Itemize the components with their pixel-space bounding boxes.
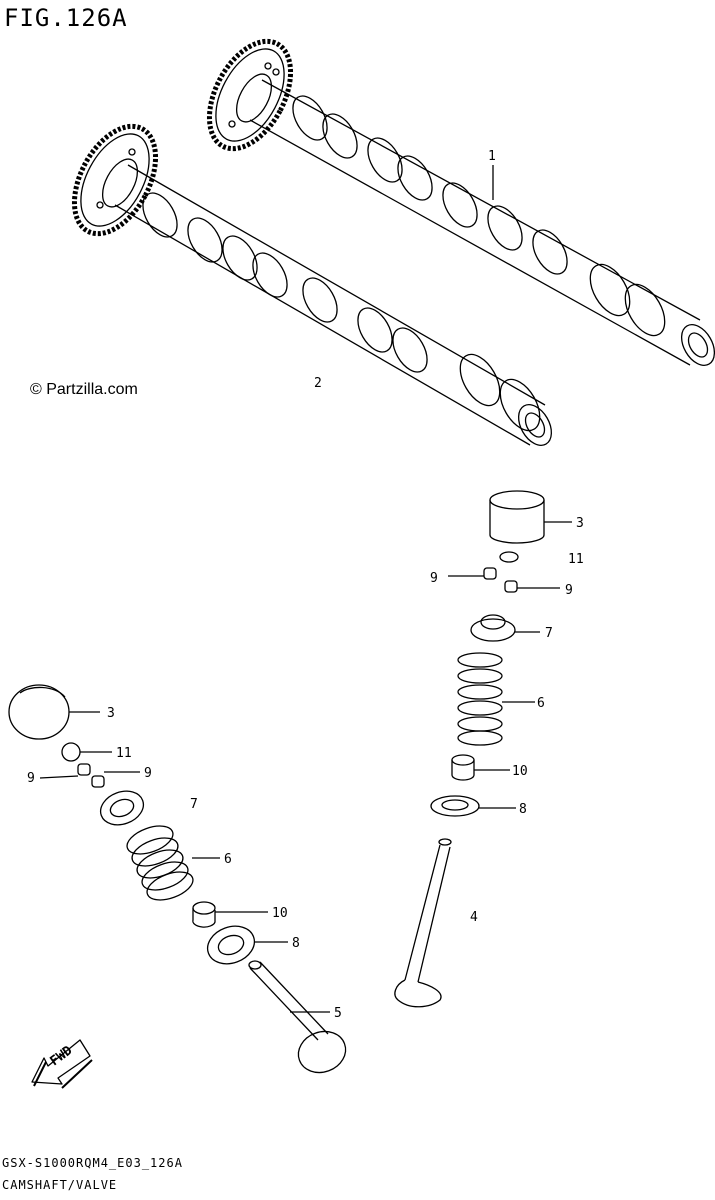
callout-3-left: 3 bbox=[107, 706, 115, 721]
camshaft-2[interactable] bbox=[58, 113, 558, 451]
footer-caption: CAMSHAFT/VALVE bbox=[2, 1178, 118, 1192]
callout-5: 5 bbox=[334, 1006, 342, 1021]
copyright-notice: © Partzilla.com bbox=[30, 381, 138, 398]
cotter-right-left[interactable] bbox=[448, 567, 497, 580]
callout-7-right: 7 bbox=[545, 626, 553, 641]
footer-code: GSX-S1000RQM4_E03_126A bbox=[2, 1156, 183, 1170]
callout-8-right: 8 bbox=[519, 802, 527, 817]
cotter-left-right[interactable] bbox=[91, 771, 140, 788]
tappet-left[interactable] bbox=[8, 684, 100, 740]
spring-seat-right[interactable] bbox=[430, 795, 516, 817]
cotter-right-right[interactable] bbox=[504, 580, 560, 593]
stem-seal-left[interactable] bbox=[192, 901, 268, 928]
camshaft-1-lobes bbox=[292, 95, 666, 337]
callout-4: 4 bbox=[470, 910, 478, 925]
cotter-left-left[interactable] bbox=[39, 763, 91, 779]
callout-10-right: 10 bbox=[512, 764, 528, 779]
retainer-right[interactable] bbox=[470, 614, 540, 642]
camshaft-2-lobes bbox=[142, 192, 541, 432]
valve-5[interactable] bbox=[248, 960, 351, 1079]
callout-7-left: 7 bbox=[190, 797, 198, 812]
callout-9-right-left: 9 bbox=[430, 571, 438, 586]
camshaft-1[interactable] bbox=[193, 28, 715, 371]
shim-left[interactable] bbox=[61, 742, 112, 762]
shim-right[interactable] bbox=[499, 551, 519, 563]
callout-8-left: 8 bbox=[292, 936, 300, 951]
spring-seat-left[interactable] bbox=[202, 920, 288, 970]
tappet-right[interactable] bbox=[489, 490, 572, 544]
callout-6-left: 6 bbox=[224, 852, 232, 867]
callout-11-right: 11 bbox=[568, 552, 584, 567]
callout-2: 2 bbox=[314, 376, 322, 391]
callout-1: 1 bbox=[488, 149, 496, 164]
callout-10-left: 10 bbox=[272, 906, 288, 921]
callout-9-left-left: 9 bbox=[27, 771, 35, 786]
spring-right[interactable] bbox=[457, 652, 535, 746]
callout-11-left: 11 bbox=[116, 746, 132, 761]
callout-9-left-right: 9 bbox=[144, 766, 152, 781]
retainer-left[interactable] bbox=[96, 785, 148, 830]
spring-left[interactable] bbox=[123, 821, 220, 906]
callout-3-right: 3 bbox=[576, 516, 584, 531]
figure-title: FIG.126A bbox=[4, 4, 128, 32]
fwd-arrow-icon bbox=[31, 1039, 93, 1089]
callout-6-right: 6 bbox=[537, 696, 545, 711]
valve-4[interactable] bbox=[394, 838, 452, 1008]
callout-9-right-right: 9 bbox=[565, 583, 573, 598]
stem-seal-right[interactable] bbox=[451, 754, 510, 781]
